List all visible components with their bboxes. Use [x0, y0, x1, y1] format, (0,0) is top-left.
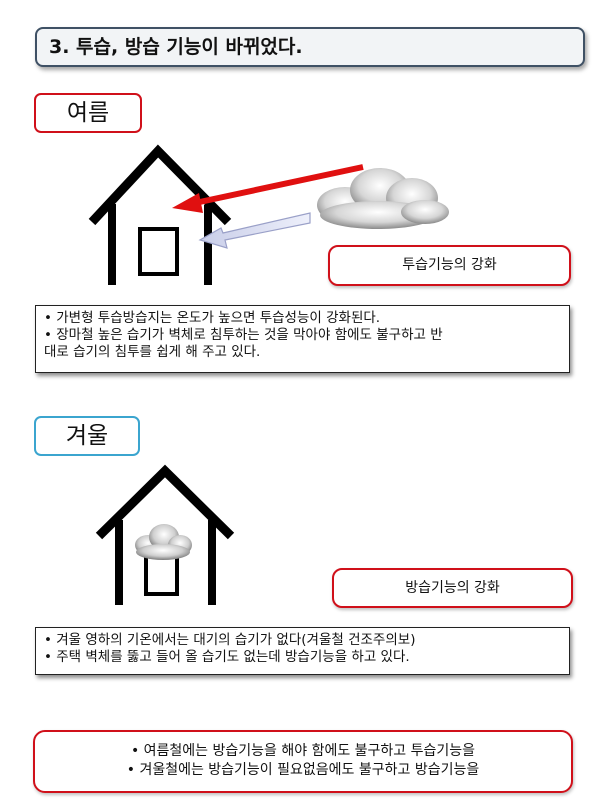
section-title: 3. 투습, 방습 기능이 바뀌었다. [35, 27, 585, 67]
note-line: • 가변형 투습방습지는 온도가 높으면 투습성능이 강화된다. [44, 310, 381, 326]
summer-tag: 여름 [34, 93, 142, 133]
summer-function-label: 투습기능의 강화 [328, 245, 571, 286]
note-line: • 겨울 영하의 기온에서는 대기의 습기가 없다(겨울철 건조주의보) [44, 632, 416, 648]
cloud-icon [317, 168, 449, 229]
conclusion-line: • 여름철에는 방습기능을 해야 함에도 불구하고 투습기능을 [130, 743, 476, 759]
summer-notes: • 가변형 투습방습지는 온도가 높으면 투습성능이 강화된다. • 장마철 높… [35, 305, 570, 373]
winter-function-label: 방습기능의 강화 [332, 568, 573, 608]
winter-tag: 겨울 [34, 416, 140, 456]
arrow-left-icon [198, 212, 311, 249]
cloud-icon [135, 524, 192, 560]
conclusion-line: • 겨울철에는 방습기능이 필요없음에도 불구하고 방습기능을 [126, 762, 480, 778]
note-line: • 장마철 높은 습기가 벽체로 침투하는 것을 막아야 함에도 불구하고 반 [44, 327, 443, 343]
winter-notes: • 겨울 영하의 기온에서는 대기의 습기가 없다(겨울철 건조주의보) • 주… [35, 627, 570, 675]
note-line: 대로 습기의 침투를 쉽게 해 주고 있다. [44, 344, 261, 360]
note-line: • 주택 벽체를 뚫고 들어 올 습기도 없는데 방습기능을 하고 있다. [44, 649, 410, 665]
arrow-left-icon [172, 164, 364, 213]
conclusion-box: • 여름철에는 방습기능을 해야 함에도 불구하고 투습기능을 • 겨울철에는 … [33, 730, 573, 793]
